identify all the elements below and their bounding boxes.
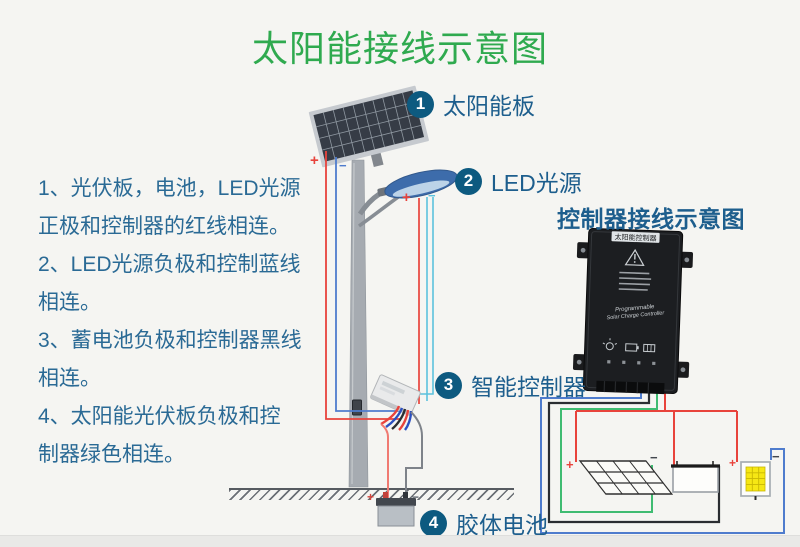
callout-gel-battery: 4 胶体电池 [420, 506, 548, 540]
instruction-line: 制器绿色相连。 [38, 443, 185, 466]
battery-terminal-positive [383, 492, 388, 499]
diagram-solar-panel [578, 460, 674, 495]
pole-controller-label-strip [381, 380, 406, 395]
instruction-line: 相连。 [38, 291, 101, 314]
warning-dot-icon [633, 261, 636, 263]
terminal-strip [596, 380, 665, 395]
pole-highlight [351, 162, 355, 485]
callout-number-badge: 3 [435, 371, 462, 399]
device-nameplate-text: 太阳能控制器 [614, 232, 656, 242]
terminal-mark-icon [637, 361, 641, 365]
screw-hole-icon [680, 367, 686, 373]
pole-access-door [352, 399, 362, 416]
lamp-minus-label: − [428, 188, 436, 203]
lamp-lens [392, 180, 450, 197]
diagram-panel-plus-label: + [566, 457, 574, 472]
diagram-led-plus-label: + [729, 456, 736, 470]
diagram-led-minus-label: − [772, 449, 780, 464]
warning-triangle-icon [624, 248, 645, 266]
terminal-mark-icon [652, 361, 656, 366]
wire-battery-negative [405, 411, 423, 494]
bundle-wire-blue-1 [385, 407, 404, 428]
pole-controller-text-strip [379, 386, 396, 396]
lamp-rays-icon [602, 338, 618, 345]
terminal-slots [603, 381, 650, 394]
screw-hole-icon [684, 257, 690, 263]
lamp-indicator-icon [605, 342, 614, 351]
diagram-wire-blue [540, 386, 785, 534]
bundle-wire-red-1 [380, 405, 401, 426]
instruction-line: 2、LED光源负极和控制蓝线 [38, 253, 301, 276]
device-brand: Programmable Solar Charge Controller [606, 304, 665, 321]
callout-smart-controller: 3 智能控制器 [435, 368, 586, 402]
diagram-wire-red [575, 386, 738, 465]
solar-panel [308, 85, 429, 168]
device-brand-line1: Programmable [615, 304, 655, 313]
diagram-panel-grid [588, 461, 664, 494]
ground-line [229, 488, 514, 500]
callout-led-light: 2 LED光源 [455, 164, 582, 198]
diagram-battery-terminals [676, 461, 714, 466]
callout-number-badge: 1 [407, 90, 434, 118]
pole-controller [370, 374, 421, 416]
bottom-strip [0, 535, 800, 547]
device-caution-text-lines [618, 271, 652, 291]
battery-minus-label: − [412, 490, 419, 504]
wire-battery-positive [380, 423, 389, 498]
callout-label: LED光源 [491, 170, 582, 196]
device-nameplate [611, 231, 660, 243]
panel-plus-label: + [310, 152, 319, 169]
lamp-head [377, 169, 458, 199]
callout-number-badge: 4 [420, 509, 447, 537]
terminal-mark-icon [607, 360, 611, 364]
diagram-led-load: + − [729, 449, 780, 500]
screw-hole-icon [576, 359, 582, 365]
controller-diagram-title: 控制器接线示意图 [557, 206, 745, 232]
wire-panel-negative [335, 157, 399, 412]
street-light: + − + − [308, 85, 458, 527]
callout-label: 胶体电池 [456, 512, 548, 538]
diagram-panel-minus-label: − [650, 450, 658, 465]
callout-number-badge: 2 [455, 167, 482, 195]
controller-wiring-diagram: 太阳能控制器 Programmable Solar Charge Control… [540, 228, 785, 534]
terminal-mark-icon [622, 360, 626, 364]
diagram-battery [671, 461, 720, 493]
battery-top [376, 498, 416, 506]
instruction-line: 4、太阳能光伏板负极和控 [38, 405, 281, 428]
instruction-list: 1、光伏板，电池，LED光源 正极和控制器的红线相连。 2、LED光源负极和控制… [38, 170, 302, 474]
battery-nub-icon [636, 346, 639, 350]
wire-panel-positive [325, 151, 401, 420]
controller-device: 太阳能控制器 Programmable Solar Charge Control… [572, 228, 694, 395]
diagram-wire-black [547, 386, 721, 524]
panel-indicator-icon [643, 343, 656, 353]
panel-grid-lines [316, 92, 422, 160]
diagram-battery-body [672, 465, 719, 493]
screw-hole-icon [580, 247, 586, 253]
diagram-led-grid [746, 467, 765, 491]
instruction-line: 正极和控制器的红线相连。 [38, 215, 290, 238]
panel-mount [370, 151, 384, 168]
panel-minus-label: − [339, 158, 347, 173]
callout-label: 智能控制器 [471, 374, 586, 400]
battery-terminal-negative [403, 492, 408, 499]
page-title: 太阳能接线示意图 [251, 28, 548, 69]
device-brand-line2: Solar Charge Controller [606, 310, 665, 321]
pole-controller-body [370, 374, 421, 416]
battery-body [377, 505, 415, 527]
instruction-line: 相连。 [38, 367, 101, 390]
instruction-line: 1、光伏板，电池，LED光源 [38, 177, 301, 200]
lamp-plus-label: + [402, 189, 411, 206]
instruction-line: 3、蓄电池负极和控制器黑线 [38, 329, 302, 352]
battery-plus-label: + [367, 490, 374, 504]
diagram-wire-green [560, 386, 658, 513]
bundle-wire-red-2 [398, 409, 410, 431]
wire-lamp-negative-2 [413, 197, 434, 395]
callout-label: 太阳能板 [443, 93, 535, 119]
panel-indicator-lines [646, 344, 652, 352]
gel-battery: + − [367, 490, 419, 527]
callout-solar-panel: 1 太阳能板 [407, 87, 535, 121]
bundle-wire-black [391, 408, 407, 430]
